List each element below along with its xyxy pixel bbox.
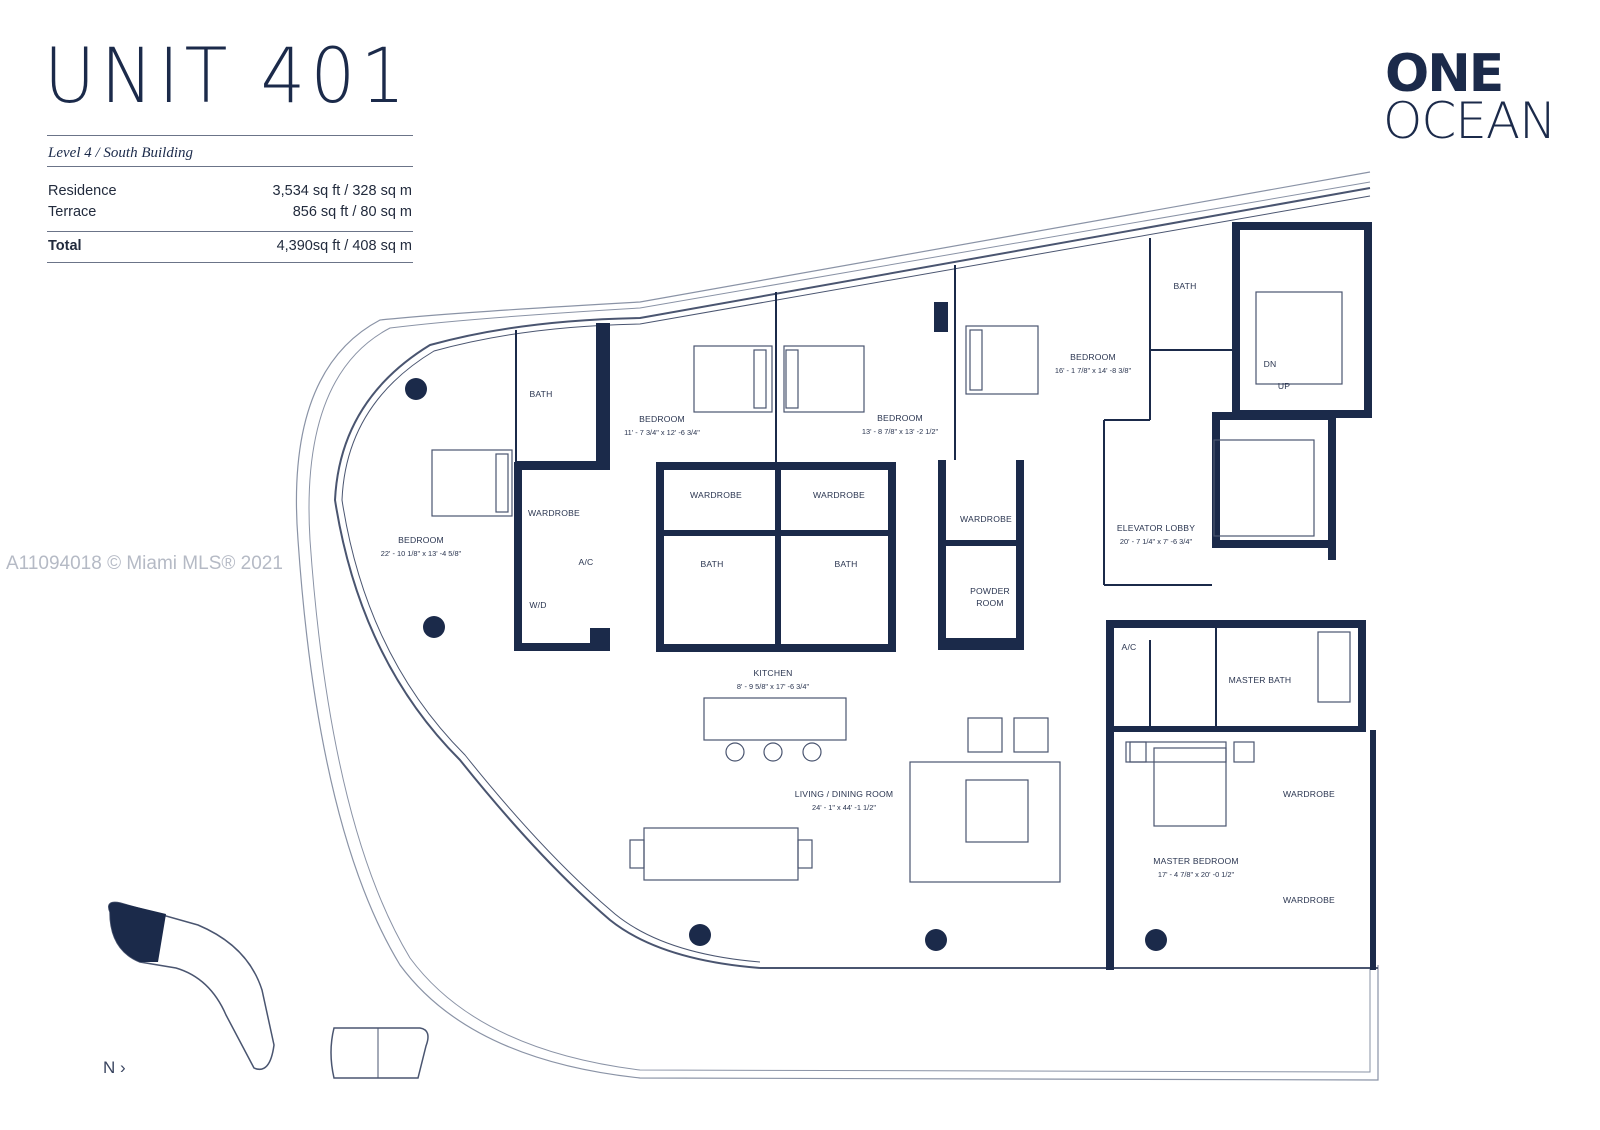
room-label-living: LIVING / DINING ROOM xyxy=(795,789,894,799)
spec-label: Terrace xyxy=(48,204,97,220)
key-plan-north-building xyxy=(330,1027,429,1079)
room-label-wardrobe-2: WARDROBE xyxy=(690,490,742,500)
room-dims-master-bedroom: 17' - 4 7/8" x 20' -0 1/2" xyxy=(1158,870,1235,879)
room-label-kitchen: KITCHEN xyxy=(753,668,792,678)
brand-logo-one: ONE xyxy=(1385,44,1504,104)
spec-value: 3,534 sq ft / 328 sq m xyxy=(272,183,412,199)
level-subtitle: Level 4 / South Building xyxy=(48,145,193,161)
room-label-elevator-lobby: ELEVATOR LOBBY xyxy=(1117,523,1195,533)
room-dims-bedroom-3: 13' - 8 7/8" x 13' -2 1/2" xyxy=(862,427,939,436)
room-label-wardrobe-master-2: WARDROBE xyxy=(1283,895,1335,905)
room-label-master-bedroom: MASTER BEDROOM xyxy=(1153,856,1238,866)
divider xyxy=(47,135,413,136)
spec-label: Residence xyxy=(48,183,117,199)
room-label-wardrobe-west: WARDROBE xyxy=(528,508,580,518)
room-label-bath-2: BATH xyxy=(700,559,723,569)
terrace-outline-inner xyxy=(308,181,1371,1073)
glass-facade xyxy=(333,187,1371,969)
stair-label-up: UP xyxy=(1278,381,1290,391)
stair-label-dn: DN xyxy=(1264,359,1277,369)
room-label-powder: POWDER xyxy=(970,586,1010,596)
spec-value: 4,390sq ft / 408 sq m xyxy=(276,238,412,254)
room-dims-kitchen: 8' - 9 5/8" x 17' -6 3/4" xyxy=(737,682,810,691)
room-label-wardrobe-4: WARDROBE xyxy=(960,514,1012,524)
north-label: N xyxy=(103,1058,116,1077)
room-label-bath-west: BATH xyxy=(529,389,552,399)
room-label-wd: W/D xyxy=(529,600,546,610)
brand-logo-ocean: OCEAN xyxy=(1383,92,1556,150)
interior-walls xyxy=(515,238,1232,726)
room-labels: BEDROOM 22' - 10 1/8" x 13' -4 5/8" BATH… xyxy=(381,281,1335,905)
unit-title: UNIT 401 xyxy=(44,31,411,120)
spec-label: Total xyxy=(48,238,82,254)
room-label-bedroom-3: BEDROOM xyxy=(877,413,923,423)
room-dims-elevator-lobby: 20' - 7 1/4" x 7' -6 3/4" xyxy=(1120,537,1193,546)
room-label-ac-west: A/C xyxy=(579,557,594,567)
columns xyxy=(405,378,1167,951)
furniture xyxy=(431,291,1351,883)
room-label-wardrobe-master-1: WARDROBE xyxy=(1283,789,1335,799)
room-dims-living: 24' - 1" x 44' -1 1/2" xyxy=(812,803,876,812)
north-arrow: N › xyxy=(103,1058,126,1078)
room-dims-bedroom-2: 11' - 7 3/4" x 12' -6 3/4" xyxy=(624,428,700,437)
room-label-ac-east: A/C xyxy=(1122,642,1137,652)
key-plan-unit xyxy=(108,902,166,962)
room-label-bedroom-2: BEDROOM xyxy=(639,414,685,424)
room-label-wardrobe-3: WARDROBE xyxy=(813,490,865,500)
chevron-right-icon: › xyxy=(120,1058,126,1077)
terrace-outline xyxy=(295,171,1379,1081)
room-label-bath-3: BATH xyxy=(834,559,857,569)
divider xyxy=(47,166,413,167)
room-dims-bedroom-west: 22' - 10 1/8" x 13' -4 5/8" xyxy=(381,549,462,558)
room-label-master-bath: MASTER BATH xyxy=(1229,675,1292,685)
key-plan xyxy=(108,901,429,1079)
structural-walls xyxy=(514,222,1376,970)
room-label-bath-4: BATH xyxy=(1173,281,1196,291)
room-dims-bedroom-4: 16' - 1 7/8" x 14' -8 3/8" xyxy=(1055,366,1132,375)
spec-value: 856 sq ft / 80 sq m xyxy=(292,204,412,220)
mls-watermark: A11094018 © Miami MLS® 2021 xyxy=(6,553,283,574)
divider xyxy=(47,262,413,263)
room-label-powder-room: ROOM xyxy=(976,598,1004,608)
glass-facade-inner xyxy=(341,195,1371,963)
room-label-bedroom-west: BEDROOM xyxy=(398,535,444,545)
room-label-bedroom-4: BEDROOM xyxy=(1070,352,1116,362)
divider xyxy=(47,231,413,232)
